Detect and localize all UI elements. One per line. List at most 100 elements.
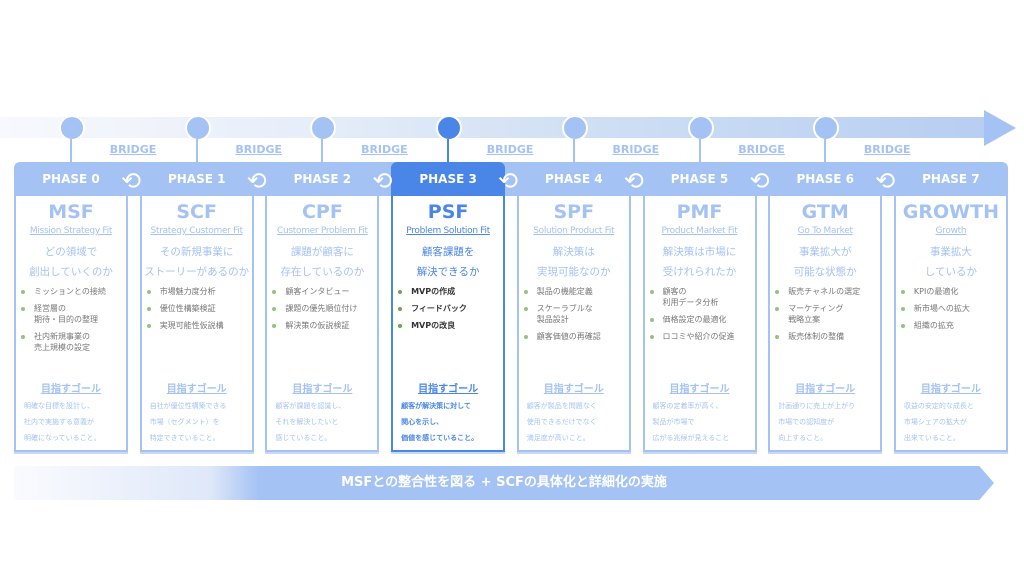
timeline-node bbox=[310, 115, 337, 141]
goal-text: 収益の安定的な成長と 市場シェアの拡大が 出来ていること。 bbox=[903, 402, 974, 442]
phase-question: その新規事業に ストーリーがあるのか bbox=[144, 246, 250, 278]
phase-card: PHASE 5 PMF Product Market Fit 解決策は市場に 受… bbox=[642, 162, 757, 452]
timeline-node bbox=[813, 115, 840, 141]
goal-text: 自社が優位性構築できる 市場（セグメント）を 特定できていること。 bbox=[149, 402, 227, 442]
phase-acronym: MSF bbox=[48, 201, 94, 223]
task-item: 社内新規事業の 売上規模の設定 bbox=[16, 331, 126, 353]
timeline-stem bbox=[70, 139, 72, 163]
phase-question: 事業拡大 しているか bbox=[924, 246, 977, 278]
bridge-label: BRIDGE bbox=[612, 143, 660, 156]
phase-full-name: Customer Problem Fit bbox=[276, 226, 368, 236]
phase-label: PHASE 2 bbox=[293, 172, 352, 186]
bridge-label: BRIDGE bbox=[486, 143, 534, 156]
phase-label: PHASE 4 bbox=[545, 172, 603, 186]
timeline-node bbox=[184, 115, 211, 141]
timeline-stem bbox=[195, 139, 198, 163]
timeline-arrow-head bbox=[984, 110, 1016, 146]
goal-heading: 目指すゴール bbox=[41, 384, 101, 395]
phase-full-name: Solution Product Fit bbox=[533, 226, 615, 236]
phase-acronym: CPF bbox=[301, 201, 343, 223]
phase-header-band bbox=[14, 162, 1008, 196]
phase-tasks: 製品の機能定義スケーラブルな 製品設計顧客価値の再確認 bbox=[519, 286, 629, 342]
phase-label: PHASE 0 bbox=[42, 172, 100, 186]
phase-tasks: 販売チャネルの選定マーケティング 戦略立案販売体制の整備 bbox=[770, 286, 880, 342]
phase-question: 課題が顧客に 存在しているのか bbox=[280, 246, 365, 278]
task-item: KPIの最適化 bbox=[896, 286, 1006, 297]
phase-acronym: SPF bbox=[553, 201, 595, 223]
task-item: 課題の優先順位付け bbox=[267, 303, 377, 314]
phase-tasks: 顧客の 利用データ分析価格設定の最適化ロコミや紹介の促進 bbox=[645, 286, 755, 342]
task-item: 製品の機能定義 bbox=[519, 286, 629, 297]
cycle-arrows-icon: ⟲ bbox=[120, 167, 142, 195]
goal-text: 顧客が解決策に対して 関心を示し、 価値を感じていること。 bbox=[401, 402, 479, 442]
bridge-label: BRIDGE bbox=[361, 143, 408, 156]
phase-card: PHASE 4 SPF Solution Product Fit 解決策は 実現… bbox=[516, 162, 631, 452]
bottom-banner: MSFとの整合性を図る + SCFの具体化と詳細化の実施 bbox=[14, 466, 994, 500]
phase-card: PHASE 3 PSF Problem Solution Fit 顧客課題を 解… bbox=[391, 162, 506, 452]
phase-question: 事業拡大が 可能な状態か bbox=[793, 246, 857, 278]
phase-question: 解決策は市場に 受けれられたか bbox=[662, 246, 737, 278]
phase-card: PHASE 2 CPF Customer Problem Fit 課題が顧客に … bbox=[265, 162, 380, 452]
phase-tasks: 顧客インタビュー課題の優先順位付け解決策の仮説検証 bbox=[267, 286, 377, 331]
goal-heading: 目指すゴール bbox=[795, 384, 856, 395]
goal-text: 顧客の定着率が高く、 製品が市場で 広がる兆候が見えること bbox=[652, 402, 730, 442]
cycle-arrows-icon: ⟲ bbox=[246, 167, 267, 195]
timeline-stem bbox=[824, 139, 827, 163]
cycle-arrows-icon: ⟲ bbox=[372, 167, 393, 195]
timeline-stem bbox=[572, 139, 575, 163]
phase-full-name: Problem Solution Fit bbox=[406, 226, 490, 236]
phase-full-name: Go To Market bbox=[797, 226, 853, 236]
task-item: 販売体制の整備 bbox=[770, 331, 880, 342]
bridge-label: BRIDGE bbox=[863, 143, 911, 156]
phase-acronym: PSF bbox=[427, 201, 469, 223]
task-item: フィードバック bbox=[393, 303, 503, 314]
phase-label: PHASE 1 bbox=[167, 172, 226, 186]
timeline-node bbox=[59, 115, 85, 141]
goal-heading: 目指すゴール bbox=[920, 384, 981, 395]
phase-tasks: KPIの最適化新市場への拡大組織の拡充 bbox=[896, 286, 1006, 331]
phase-full-name: Product Market Fit bbox=[661, 226, 738, 236]
bridge-label: BRIDGE bbox=[738, 143, 785, 156]
task-item: 顧客価値の再確認 bbox=[519, 331, 629, 342]
goal-text: 明確な目標を設計し、 社内で実施する意義が 明確になっていること。 bbox=[24, 402, 101, 442]
goal-heading: 目指すゴール bbox=[166, 384, 227, 395]
task-item: 組織の拡充 bbox=[896, 320, 1006, 331]
task-item: 販売チャネルの選定 bbox=[770, 286, 880, 297]
task-item: 顧客インタビュー bbox=[267, 286, 377, 297]
cycle-arrows-icon: ⟲ bbox=[623, 167, 644, 195]
cycle-arrows-icon: ⟲ bbox=[749, 167, 770, 195]
phase-full-name: Mission Strategy Fit bbox=[29, 226, 113, 236]
phase-question: どの領域で 創出していくのか bbox=[29, 246, 113, 278]
goal-heading: 目指すゴール bbox=[418, 384, 479, 395]
task-item: スケーラブルな 製品設計 bbox=[519, 303, 629, 325]
goal-text: 計画通りに売上が上がり 市場での認知度が 向上すること。 bbox=[778, 402, 856, 442]
task-item: ミッションとの接続 bbox=[16, 286, 126, 297]
timeline-node bbox=[436, 115, 463, 141]
phase-card: PHASE 0 MSF Mission Strategy Fit どの領域で 創… bbox=[14, 162, 128, 452]
timeline-node bbox=[561, 115, 588, 141]
task-item: 解決策の仮説検証 bbox=[267, 320, 377, 331]
task-item: 顧客の 利用データ分析 bbox=[645, 286, 755, 308]
cycle-arrows-icon: ⟲ bbox=[498, 167, 519, 195]
task-item: 価格設定の最適化 bbox=[645, 314, 755, 325]
phase-acronym: PMF bbox=[676, 201, 723, 223]
phase-question: 顧客課題を 解決できるか bbox=[416, 246, 480, 278]
bridge-label: BRIDGE bbox=[235, 143, 282, 156]
phase-full-name: Growth bbox=[935, 226, 967, 236]
task-item: 実現可能性仮説構 bbox=[142, 320, 252, 331]
timeline-stem bbox=[698, 139, 701, 163]
timeline-node bbox=[687, 115, 714, 141]
goal-heading: 目指すゴール bbox=[543, 384, 604, 395]
phase-acronym: GTM bbox=[801, 201, 849, 223]
phase-acronym: SCF bbox=[176, 201, 217, 223]
cycle-arrows-icon: ⟲ bbox=[875, 167, 896, 195]
task-item: 経営層の 期待・目的の整理 bbox=[16, 303, 126, 325]
goal-heading: 目指すゴール bbox=[669, 384, 730, 395]
phase-label: PHASE 5 bbox=[670, 172, 729, 186]
goal-heading: 目指すゴール bbox=[292, 384, 353, 395]
task-item: ロコミや紹介の促進 bbox=[645, 331, 755, 342]
phase-card: PHASE 1 SCF Strategy Customer Fit その新規事業… bbox=[139, 162, 254, 452]
phase-label: PHASE 3 bbox=[391, 162, 506, 196]
phase-label: PHASE 7 bbox=[922, 172, 980, 186]
